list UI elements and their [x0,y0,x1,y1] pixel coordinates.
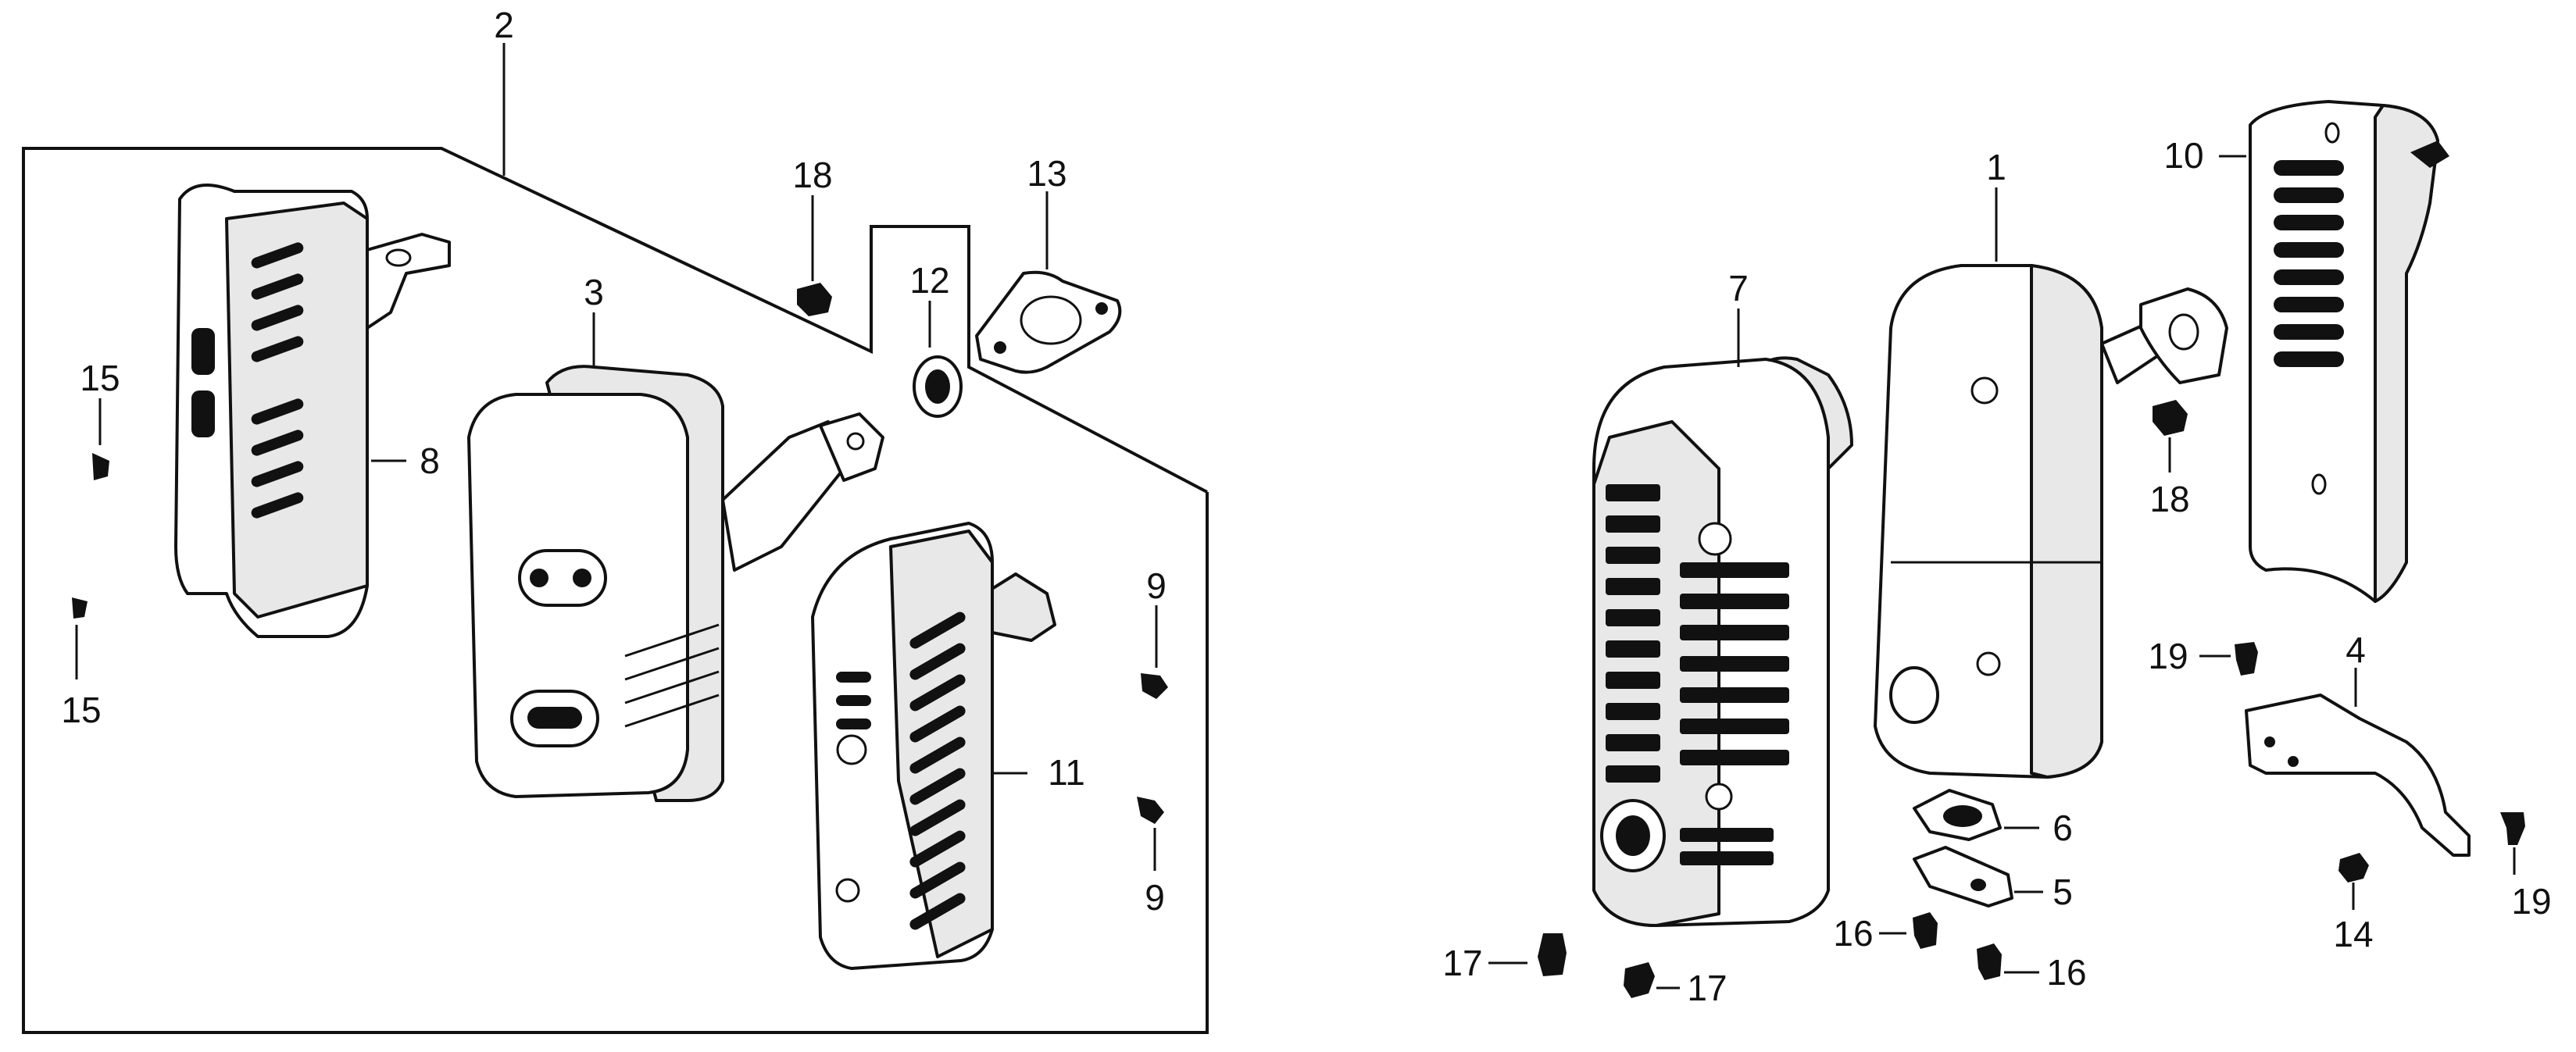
heat-shield-7 [1592,308,1853,927]
screw-9-lower [1137,797,1164,871]
callout-18-left: 18 [792,155,832,195]
callout-1: 1 [1986,147,2006,187]
screw-9-upper [1141,605,1168,699]
heat-shield-8 [174,184,451,638]
bracket-4 [2245,668,2471,857]
bolt-14 [2338,853,2369,910]
bolt-16-right [1977,943,2039,980]
callout-10: 10 [2163,135,2203,176]
bolt-19-upper [2199,642,2258,676]
callout-12: 12 [909,260,949,301]
callout-9-upper: 9 [1146,565,1167,606]
heat-shield-10 [2219,100,2449,603]
bolt-19-lower [2500,812,2525,875]
callout-15-upper: 15 [80,358,120,398]
callout-14: 14 [2333,914,2373,954]
callout-16-right: 16 [2046,952,2086,993]
shield-7-slots [1606,484,1789,865]
bolt-17-left [1488,933,1567,976]
screw-15-lower [72,597,88,679]
assembly-frame-2 [22,43,1209,1034]
callout-11: 11 [1048,752,1085,793]
gasket-13 [975,191,1122,374]
callout-19-upper: 19 [2148,636,2188,676]
bolt-17-right [1624,962,1680,998]
screw-15-upper [92,398,109,480]
callout-16-left: 16 [1833,913,1873,954]
gasket-6 [1913,789,2039,841]
gasket-ring-12 [913,301,963,418]
muffler-3-fins [624,623,720,728]
callout-15-lower: 15 [61,690,101,730]
callout-8: 8 [420,440,440,481]
callout-9-lower: 9 [1145,877,1165,918]
callout-3: 3 [584,272,604,312]
bolt-16-left [1879,912,1938,949]
plate-5 [1913,846,2043,908]
muffler-3 [467,312,884,802]
callout-19-lower: 19 [2511,881,2551,922]
callout-5: 5 [2053,872,2073,912]
nut-18-right [2153,400,2188,473]
shield-11-slots [836,612,966,930]
nut-18-left [797,195,832,316]
callout-4: 4 [2346,629,2366,670]
callout-6: 6 [2053,808,2073,848]
callout-13: 13 [1027,153,1066,194]
callout-18-right: 18 [2149,479,2189,519]
callout-17-right: 17 [1687,968,1727,1008]
callout-17-left: 17 [1442,943,1482,983]
muffler-1 [1874,187,2228,779]
shield-8-slots [191,242,304,519]
heat-shield-11 [811,522,1056,970]
callout-labels: 2 3 18 12 13 15 15 8 9 9 11 7 1 10 18 19… [61,5,2551,1008]
callout-2: 2 [494,5,514,45]
shield-10-slots [2274,160,2344,367]
callout-7: 7 [1728,268,1749,308]
